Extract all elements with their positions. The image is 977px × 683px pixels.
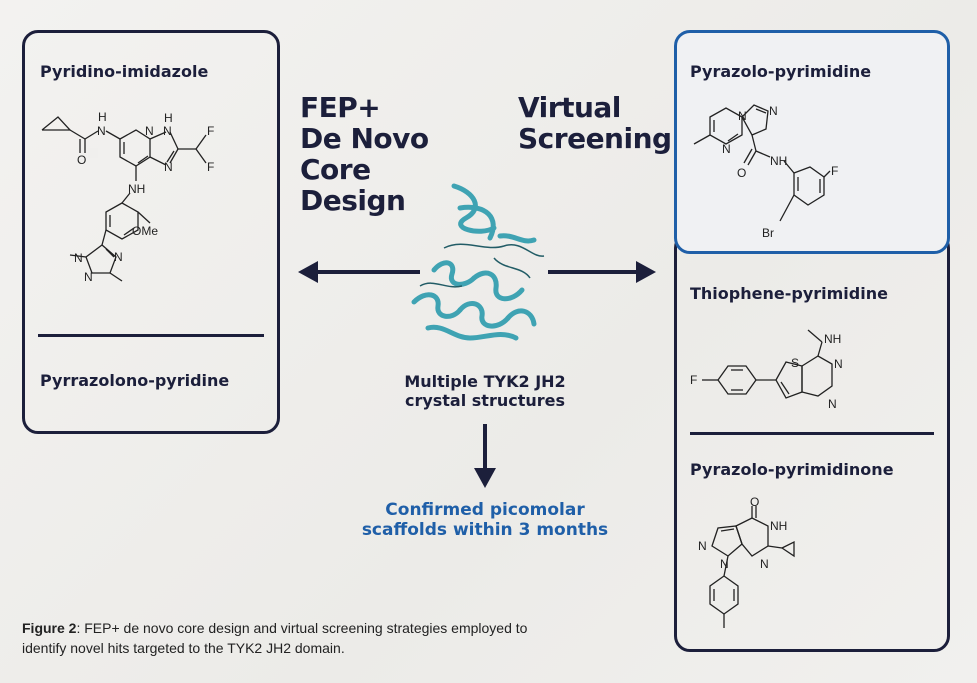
- arrow-down: [474, 424, 496, 488]
- atom-f1: F: [207, 124, 214, 138]
- atom-br: Br: [762, 226, 774, 240]
- figure-caption: Figure 2: FEP+ de novo core design and v…: [22, 618, 562, 658]
- atom-o: O: [750, 495, 759, 509]
- atom-n3: N: [722, 142, 731, 156]
- caption-label: Figure 2: [22, 620, 77, 636]
- atom-n2: N: [720, 557, 729, 571]
- left-panel-divider: [38, 334, 264, 337]
- atom-n-t2: N: [84, 270, 93, 284]
- atom-n2: N: [828, 397, 837, 411]
- atom-n-pyr: N: [145, 124, 154, 138]
- crystal-structures-label: Multiple TYK2 JH2 crystal structures: [404, 372, 566, 410]
- result-label: Confirmed picomolar scaffolds within 3 m…: [361, 500, 609, 540]
- atom-nh-h: H: [98, 110, 107, 124]
- right-panel-divider: [690, 432, 934, 435]
- atom-f: F: [690, 373, 697, 387]
- atom-ome: OMe: [132, 224, 158, 238]
- fep-de-novo-title: FEP+ De Novo Core Design: [300, 91, 429, 217]
- scaffold-title-pyridino-imidazole: Pyridino-imidazole: [40, 62, 209, 81]
- atom-n-t3: N: [114, 250, 123, 264]
- pyrazolo-pyrimidinone-structure: O NH N N N: [698, 495, 795, 628]
- atom-nh2: NH: [128, 182, 145, 196]
- atom-n-im-h: H: [164, 111, 173, 125]
- atom-s: S: [791, 356, 799, 370]
- atom-n-im2: N: [164, 160, 173, 174]
- atom-n1: N: [738, 109, 747, 123]
- atom-n-t1: N: [74, 251, 83, 265]
- arrow-right: [548, 261, 656, 283]
- pyrazolo-pyrimidine-structure: N N N O NH F Br: [693, 104, 838, 240]
- atom-n2: N: [769, 104, 778, 118]
- atom-f2: F: [207, 160, 214, 174]
- atom-n1: N: [97, 124, 106, 138]
- atom-n3: N: [760, 557, 769, 571]
- scaffold-title-pyrrazolono-pyridine: Pyrrazolono-pyridine: [40, 371, 230, 390]
- caption-text: : FEP+ de novo core design and virtual s…: [22, 620, 528, 656]
- atom-f: F: [831, 164, 838, 178]
- arrow-left: [298, 261, 420, 283]
- atom-o: O: [737, 166, 746, 180]
- scaffold-title-thiophene-pyrimidine: Thiophene-pyrimidine: [690, 284, 888, 303]
- tyk2-protein-structure: [411, 183, 545, 341]
- atom-nh: NH: [770, 519, 787, 533]
- left-scaffold-panel: [22, 30, 280, 434]
- atom-n1: N: [698, 539, 707, 553]
- thiophene-pyrimidine-structure: F S NH N N: [690, 329, 843, 411]
- atom-n-im: N: [163, 124, 172, 138]
- atom-nh: NH: [824, 332, 841, 346]
- scaffold-title-pyrazolo-pyrimidine: Pyrazolo-pyrimidine: [690, 62, 872, 81]
- scaffold-title-pyrazolo-pyrimidinone: Pyrazolo-pyrimidinone: [690, 460, 894, 479]
- pyridino-imidazole-structure: O H N N H N N F F NH OMe N N N: [41, 110, 214, 284]
- highlighted-scaffold-panel: [674, 30, 950, 254]
- atom-o: O: [77, 153, 86, 167]
- virtual-screening-title: Virtual Screening: [518, 91, 672, 155]
- atom-n1: N: [834, 357, 843, 371]
- atom-nh: NH: [770, 154, 787, 168]
